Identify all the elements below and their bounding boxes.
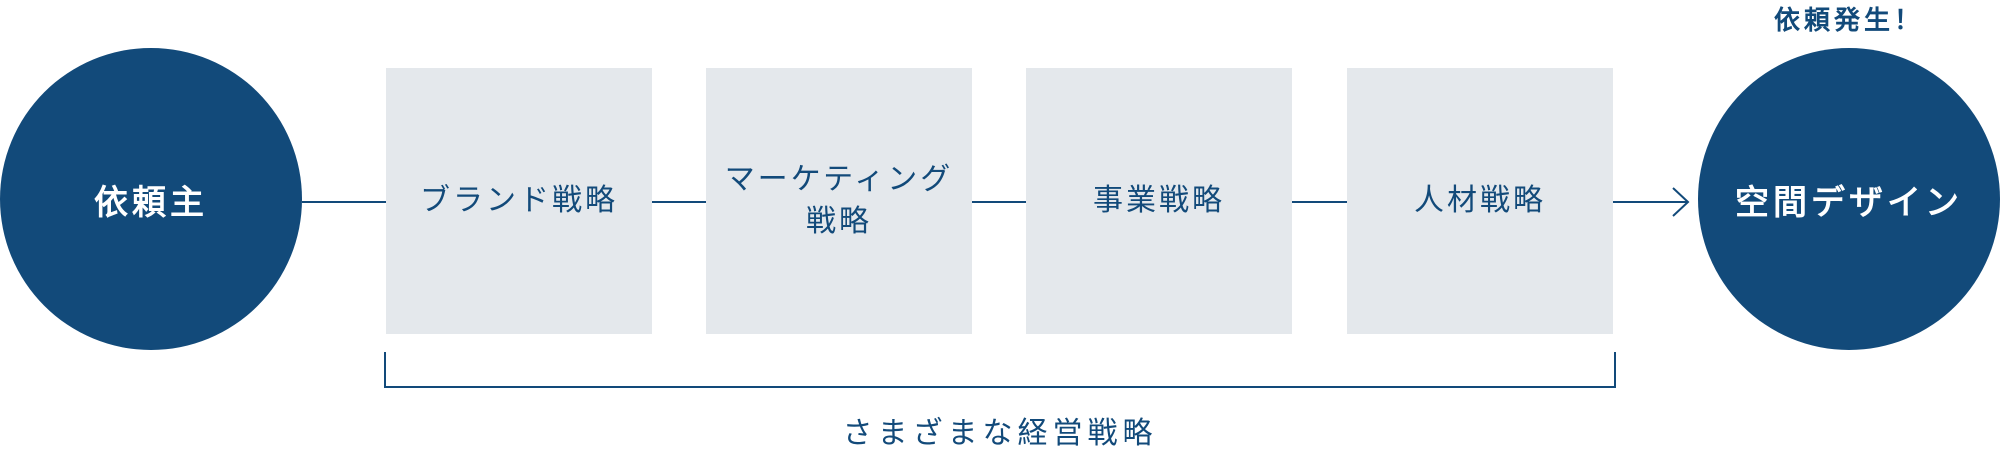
connector-line (302, 201, 386, 203)
strategy-label: 事業戦略 (1093, 183, 1225, 218)
result-label: 空間デザイン (1735, 182, 1963, 223)
strategy-box-business: 事業戦略 (1026, 68, 1292, 334)
client-node: 依頼主 (0, 48, 302, 350)
strategy-label: マーケティング戦略 (724, 162, 954, 239)
strategy-label: 人材戦略 (1414, 183, 1546, 218)
group-bracket (384, 352, 1616, 388)
strategy-box-hr: 人材戦略 (1347, 68, 1613, 334)
request-note: 依頼発生！ (1773, 6, 1924, 36)
group-label: さまざまな経営戦略 (842, 416, 1158, 451)
arrow-right-icon (1613, 187, 1690, 217)
strategy-box-marketing: マーケティング戦略 (706, 68, 972, 334)
client-label: 依頼主 (94, 182, 208, 223)
connector-line (652, 201, 706, 203)
strategy-box-brand: ブランド戦略 (386, 68, 652, 334)
result-node: 空間デザイン (1698, 48, 2000, 350)
strategy-label: ブランド戦略 (420, 183, 618, 218)
connector-line (972, 201, 1026, 203)
connector-line (1292, 201, 1347, 203)
